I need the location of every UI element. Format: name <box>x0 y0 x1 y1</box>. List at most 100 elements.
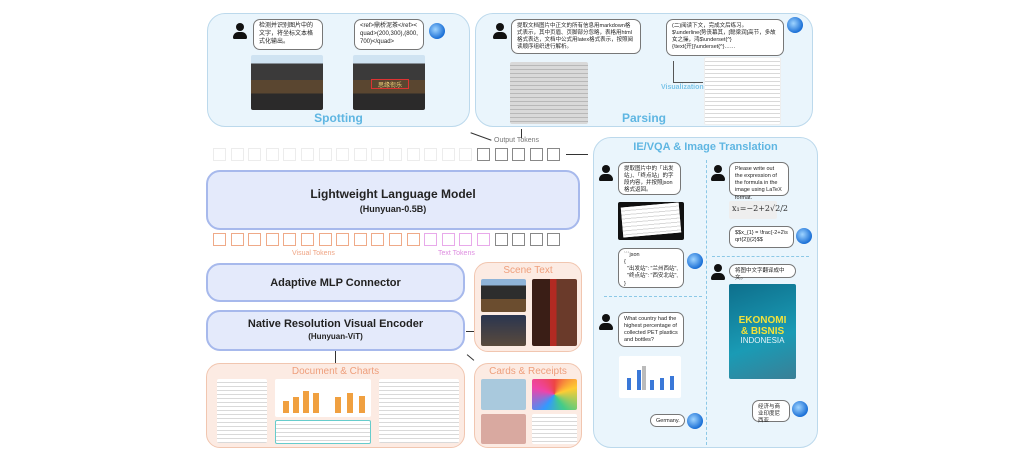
token <box>477 233 490 246</box>
rendered-document <box>704 57 781 125</box>
paper-thumbnail <box>217 379 267 443</box>
vqa-user-prompt: What country had the highest percentage … <box>618 312 684 347</box>
token <box>389 148 402 161</box>
bar-chart-thumbnail <box>275 379 371 417</box>
visualization-label: Visualization <box>661 84 704 91</box>
token <box>477 148 490 161</box>
token <box>459 233 473 246</box>
parsing-title: Parsing <box>621 111 666 125</box>
table-thumbnail <box>275 420 371 444</box>
token <box>265 148 279 161</box>
token <box>230 148 244 161</box>
token <box>283 148 297 161</box>
ie-bot-reply: ```json { "出发站": "兰州西站", "终点站": "西安北站", … <box>618 248 684 288</box>
token <box>441 148 455 161</box>
user-icon <box>711 264 725 280</box>
gate-image-annotated: 思缘衔乐 <box>353 55 425 110</box>
parsing-user-prompt: 提取文档图片中正文的所有信息用markdown格式表示，其中页眉、页脚部分忽略，… <box>511 19 641 54</box>
mlp-connector-block: Adaptive MLP Connector <box>206 263 465 302</box>
ticket <box>620 202 682 238</box>
token <box>529 233 543 246</box>
book-title-line2: & BISNIS <box>740 325 785 337</box>
spotting-title: Spotting <box>314 111 363 125</box>
chart-bar <box>293 397 299 413</box>
spotting-bot-reply: <ref>鼎桥泥茶</ref><quad>(200,300),(800,700)… <box>354 19 424 50</box>
token <box>301 233 314 246</box>
cards-receipts-title: Cards & Receipts <box>489 366 567 377</box>
token <box>406 233 420 246</box>
chart-bar <box>660 378 664 390</box>
token <box>213 148 226 161</box>
arrow-docs-to-encoder <box>335 351 336 363</box>
bot-icon <box>792 401 808 417</box>
row-divider-left <box>604 296 702 297</box>
book-cover-image: EKONOMI & BISNIS INDONESIA <box>729 284 796 379</box>
gate-image <box>251 55 323 110</box>
token <box>213 233 226 246</box>
token <box>336 148 350 161</box>
translation-bot-reply: 经济与商业印度尼西亚 <box>752 400 790 424</box>
spotting-panel: 检测并识别图片中的文字，将坐标文本格式化输出。 <ref>鼎桥泥茶</ref><… <box>207 13 470 127</box>
chart-bar <box>650 380 654 390</box>
visual-encoder-block: Native Resolution Visual Encoder (Hunyua… <box>206 310 465 351</box>
user-icon <box>493 23 507 39</box>
token <box>494 148 508 161</box>
user-icon <box>599 314 613 330</box>
chart-bar <box>347 393 353 413</box>
language-model-block: Lightweight Language Model (Hunyuan-0.5B… <box>206 170 580 230</box>
token <box>371 148 385 161</box>
chart-bar <box>283 401 289 413</box>
language-model-subtitle: (Hunyuan-0.5B) <box>359 204 427 214</box>
vqa-bot-reply: Germany. <box>650 414 685 427</box>
book-title-line1: EKONOMI <box>738 315 787 326</box>
column-divider <box>706 160 707 445</box>
mlp-connector-title: Adaptive MLP Connector <box>270 277 401 289</box>
spotting-user-prompt: 检测并识别图片中的文字，将坐标文本格式化输出。 <box>253 19 323 50</box>
token <box>318 233 332 246</box>
latex-bot-reply: $$x_{1} = \frac{-2+2\sqrt{2}}{2}$$ <box>729 226 794 248</box>
token <box>265 233 279 246</box>
parsing-panel: 提取文档图片中正文的所有信息用markdown格式表示，其中页眉、页脚部分忽略，… <box>475 13 813 127</box>
chart-bar <box>627 378 631 390</box>
token <box>512 233 526 246</box>
token <box>441 233 455 246</box>
handwritten-thumbnail <box>379 379 459 443</box>
token <box>353 233 367 246</box>
scene-image-gate <box>481 279 526 312</box>
token <box>389 233 402 246</box>
scene-image-couplet <box>532 279 577 346</box>
row-divider-right <box>712 256 809 257</box>
parsing-bot-reply: (二)阅读下文，完成文后练习。$\underline{势丧幕其，[聪梁润]高节，… <box>666 19 784 56</box>
chart-bar <box>313 393 319 413</box>
chart-bar <box>359 396 365 413</box>
user-icon <box>599 165 613 181</box>
document-photo <box>510 62 588 124</box>
chart-bar <box>335 397 341 413</box>
spotting-box: 思缘衔乐 <box>371 79 409 89</box>
chart-bar <box>303 391 309 413</box>
bot-icon <box>796 228 812 244</box>
visual-encoder-title: Native Resolution Visual Encoder <box>247 318 424 330</box>
bot-icon <box>429 23 445 39</box>
token <box>230 233 244 246</box>
vqa-chart-image <box>619 356 681 398</box>
latex-user-prompt: Please write out the expression of the f… <box>729 162 789 201</box>
receipt-image <box>532 414 577 444</box>
scene-text-panel: Scene Text <box>474 262 582 352</box>
token <box>547 148 561 161</box>
token <box>248 148 262 161</box>
token <box>283 233 297 246</box>
token <box>371 233 385 246</box>
arrow-to-spotting <box>470 132 492 141</box>
token <box>353 148 367 161</box>
chart-bar <box>670 376 674 390</box>
token <box>318 148 332 161</box>
token <box>529 148 543 161</box>
ievqa-title: IE/VQA & Image Translation <box>633 141 778 153</box>
arrow-to-ievqa <box>566 154 588 155</box>
output-tokens-label: Output Tokens <box>494 137 540 144</box>
token <box>512 148 526 161</box>
scene-image-street <box>481 315 526 346</box>
text-tokens-label: Text Tokens <box>438 250 475 257</box>
ie-user-prompt: 提取图片中的「出发站」、「终点站」的字段内容，并按照json 格式返回。 <box>618 162 681 195</box>
